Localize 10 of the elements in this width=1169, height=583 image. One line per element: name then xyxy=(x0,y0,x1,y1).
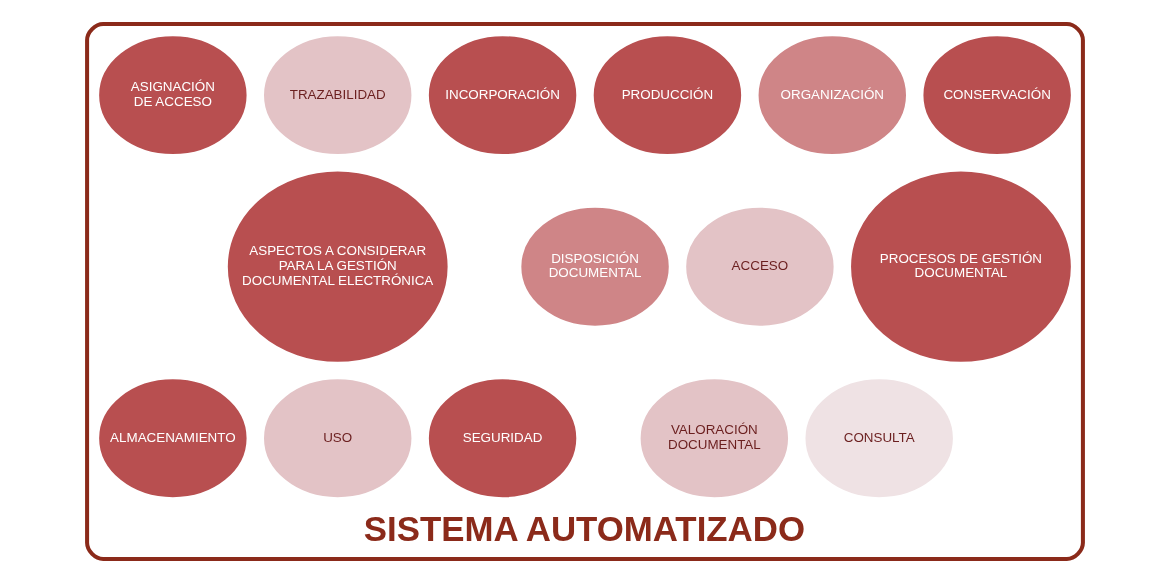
node-ellipse: ACCESO xyxy=(683,205,836,329)
node-ellipse: DISPOSICIÓN DOCUMENTAL xyxy=(518,205,671,329)
node-ellipse: ORGANIZACIÓN xyxy=(755,33,909,157)
node-ellipse: PRODUCCIÓN xyxy=(590,33,744,157)
node-ellipse: CONSULTA xyxy=(802,376,956,500)
node-ellipse: SEGURIDAD xyxy=(425,376,579,500)
node-ellipse: ASPECTOS A CONSIDERAR PARA LA GESTIÓN DOCUMENTAL ELECTRÓNICA xyxy=(224,168,450,365)
node-ellipse: CONSERVACIÓN xyxy=(920,33,1074,157)
node-ellipse: VALORACIÓN DOCUMENTAL xyxy=(637,376,791,500)
node-ellipse: INCORPORACIÓN xyxy=(425,33,579,157)
